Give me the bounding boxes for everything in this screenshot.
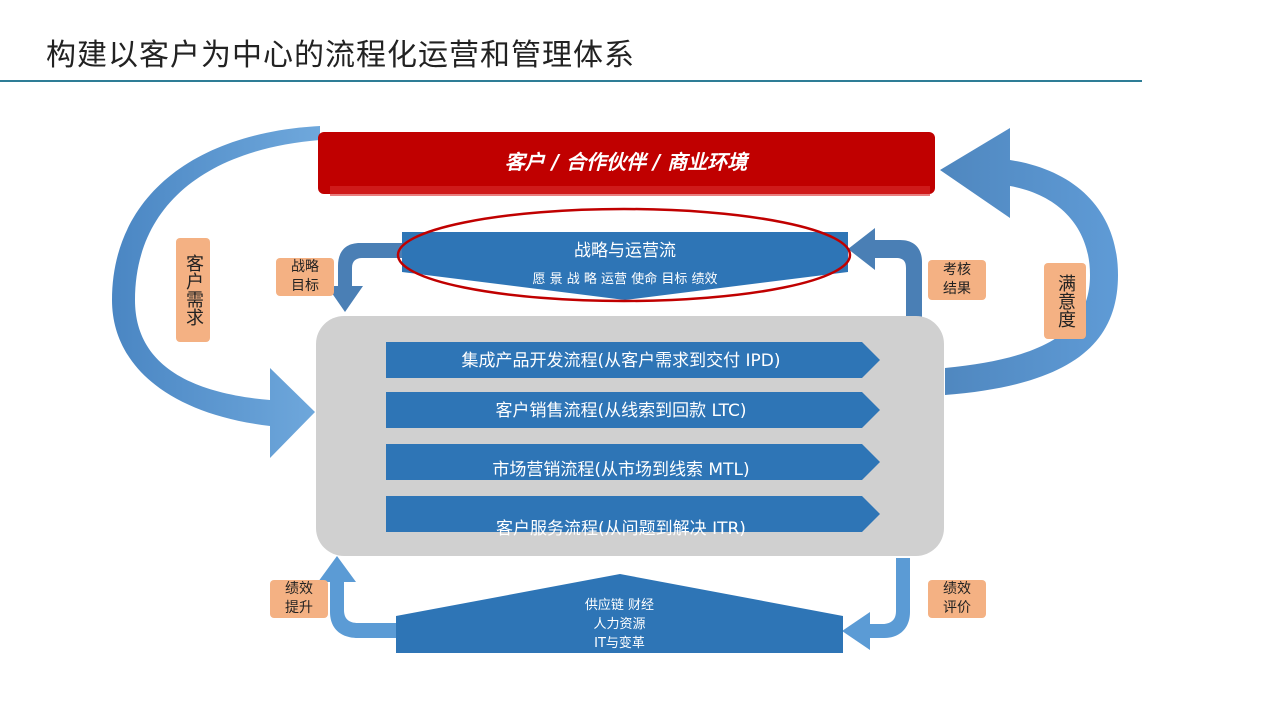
process-label-mtl: 市场营销流程(从市场到线索 MTL) — [492, 460, 750, 480]
customer-needs-arrow — [112, 126, 320, 458]
strategy-flow-shape — [402, 232, 848, 300]
label-assessment-result: 考核结果 — [928, 260, 986, 300]
label-customer-needs: 客户需求 — [176, 238, 210, 342]
performance-eval-arrow — [842, 558, 910, 650]
customer-banner — [318, 132, 935, 194]
label-performance-eval: 绩效评价 — [928, 580, 986, 618]
process-arrow-mtl — [386, 444, 880, 480]
process-label-ltc: 客户销售流程(从线索到回款 LTC) — [495, 401, 747, 421]
slide-title: 构建以客户为中心的流程化运营和管理体系 — [46, 38, 635, 73]
highlight-ellipse — [396, 207, 852, 303]
process-label-itr: 客户服务流程(从问题到解决 ITR) — [496, 519, 746, 539]
process-arrow-ltc — [386, 392, 880, 428]
assessment-arrow — [848, 228, 922, 318]
support-line-3: IT与变革 — [594, 636, 645, 651]
strategy-title: 战略与运营流 — [574, 241, 676, 261]
strategy-goal-arrow — [327, 243, 402, 312]
process-arrow-ipd — [386, 342, 880, 378]
support-line-2: 人力资源 — [593, 617, 646, 632]
label-satisfaction: 满意度 — [1044, 263, 1086, 339]
title-divider — [0, 80, 1142, 82]
process-label-ipd: 集成产品开发流程(从客户需求到交付 IPD) — [461, 351, 781, 371]
process-arrow-itr — [386, 496, 880, 532]
label-performance-improve: 绩效提升 — [270, 580, 328, 618]
strategy-subtitle: 愿 景 战 略 运营 使命 目标 绩效 — [532, 272, 718, 287]
banner-label: 客户 / 合作伙伴 / 商业环境 — [504, 150, 748, 174]
label-strategy-goal: 战略目标 — [276, 258, 334, 296]
performance-improve-arrow — [318, 556, 400, 638]
support-shape — [396, 574, 843, 653]
support-line-1: 供应链 财经 — [584, 598, 655, 613]
